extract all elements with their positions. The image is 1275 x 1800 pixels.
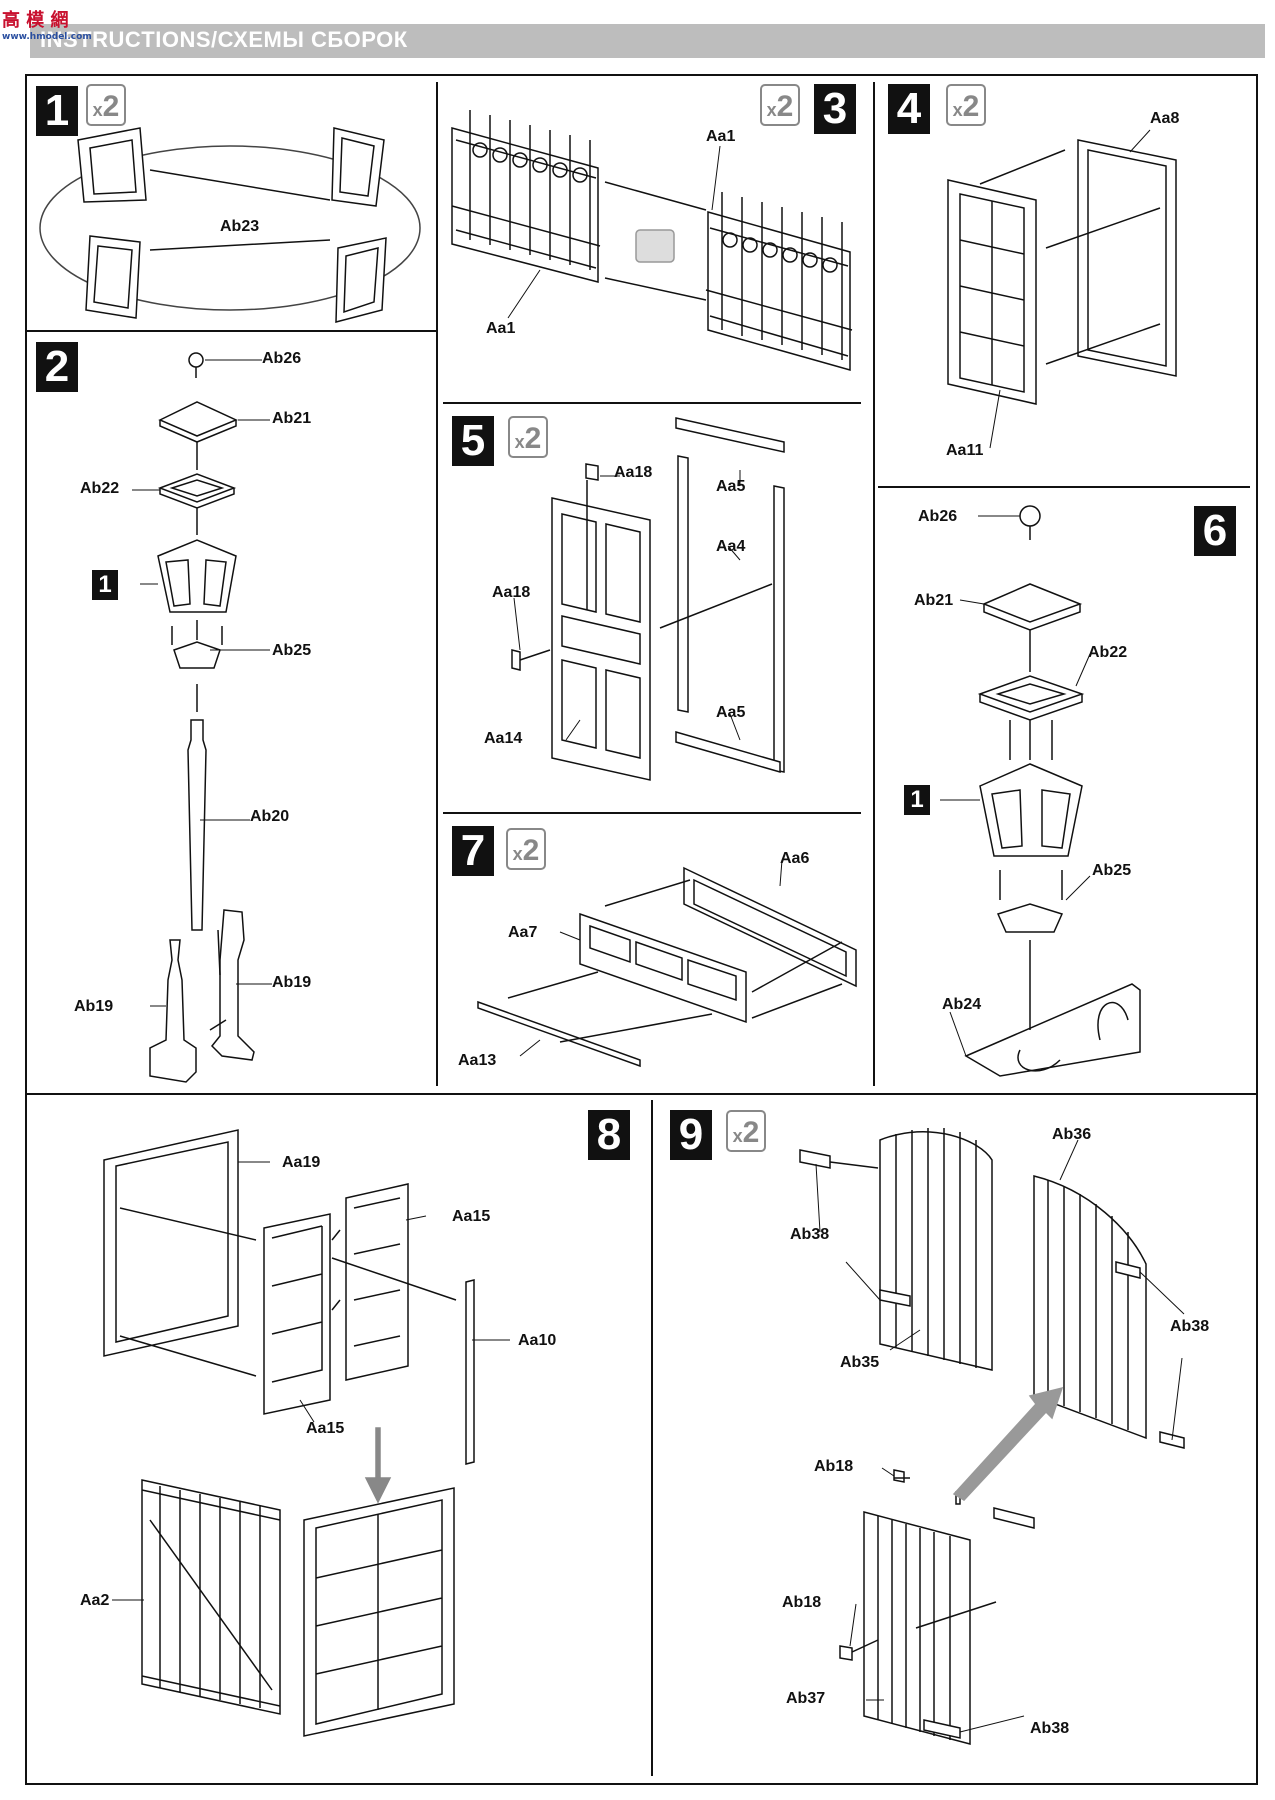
- part-label: Ab38: [1030, 1720, 1070, 1737]
- part-label: Ab19: [74, 998, 114, 1015]
- part-label: Ab23: [220, 218, 260, 235]
- part-label: Aa14: [484, 730, 523, 747]
- part-label: Ab35: [840, 1354, 880, 1371]
- step6-drawing: [966, 506, 1140, 1076]
- part-label: Aa18: [492, 584, 531, 601]
- multiplier-prefix: x: [512, 844, 523, 864]
- divider: [443, 812, 861, 814]
- step5-drawing: [512, 418, 784, 780]
- multiplier-prefix: x: [766, 100, 777, 120]
- part-label: Ab26: [262, 350, 302, 367]
- multiplier-count: 2: [962, 90, 980, 123]
- step1-drawing: [40, 128, 420, 322]
- multiplier-badge: x2: [86, 84, 126, 126]
- divider: [651, 1100, 653, 1776]
- step-number: 5: [452, 416, 494, 466]
- step-number: 2: [36, 342, 78, 392]
- step-number: 6: [1194, 506, 1236, 556]
- page-title: INSTRUCTIONS/СХЕМЫ СБОРОК: [40, 27, 408, 52]
- part-label: Aa5: [716, 478, 746, 495]
- step4-drawing: [948, 140, 1176, 404]
- step-number: 1: [36, 86, 78, 136]
- part-label: Ab24: [942, 996, 982, 1013]
- part-label: Aa2: [80, 1592, 110, 1609]
- instructions-frame: [25, 74, 1258, 1785]
- step-number: 4: [888, 84, 930, 134]
- divider: [443, 402, 861, 404]
- step-number: 3: [814, 84, 856, 134]
- part-label: Aa18: [614, 464, 653, 481]
- part-label: Ab19: [272, 974, 312, 991]
- multiplier-badge: x2: [946, 84, 986, 126]
- divider: [878, 486, 1250, 488]
- step-number: 8: [588, 1110, 630, 1160]
- part-label: Aa19: [282, 1154, 321, 1171]
- multiplier-badge: x2: [760, 84, 800, 126]
- part-label: Ab21: [914, 592, 954, 609]
- part-label: Ab20: [250, 808, 290, 825]
- multiplier-count: 2: [776, 90, 794, 123]
- multiplier-prefix: x: [952, 100, 963, 120]
- part-label: Aa15: [452, 1208, 491, 1225]
- subassembly-marker: 1: [904, 785, 930, 815]
- part-label: Ab25: [1092, 862, 1132, 879]
- part-label: Aa15: [306, 1420, 345, 1437]
- step7-drawing: [478, 868, 856, 1066]
- multiplier-count: 2: [102, 90, 120, 123]
- part-label: Ab18: [782, 1594, 822, 1611]
- part-label: Aa8: [1150, 110, 1180, 127]
- part-label: Aa1: [706, 128, 736, 145]
- multiplier-badge: x2: [508, 416, 548, 458]
- part-label: Ab22: [80, 480, 120, 497]
- divider: [873, 82, 875, 1086]
- multiplier-count: 2: [522, 834, 540, 867]
- label-leaders: [112, 130, 1184, 1732]
- part-label: Ab38: [1170, 1318, 1210, 1335]
- divider: [436, 82, 438, 1086]
- subassembly-marker: 1: [92, 570, 118, 600]
- part-label: Aa4: [716, 538, 746, 555]
- part-label: Aa10: [518, 1332, 557, 1349]
- part-label: Ab21: [272, 410, 312, 427]
- part-label: Ab18: [814, 1458, 854, 1475]
- divider: [25, 330, 436, 332]
- multiplier-count: 2: [524, 422, 542, 455]
- watermark-url: www.hmodel.com: [2, 32, 92, 42]
- step9-drawing: [800, 1128, 1184, 1744]
- multiplier-prefix: x: [732, 1126, 743, 1146]
- part-label: Ab37: [786, 1690, 826, 1707]
- step3-drawing: [452, 110, 852, 370]
- multiplier-prefix: x: [92, 100, 103, 120]
- part-label: Aa6: [780, 850, 810, 867]
- step-number: 7: [452, 826, 494, 876]
- multiplier-count: 2: [742, 1116, 760, 1149]
- part-label: Ab25: [272, 642, 312, 659]
- part-label: Aa7: [508, 924, 538, 941]
- divider: [25, 1093, 1258, 1095]
- multiplier-badge: x2: [506, 828, 546, 870]
- part-label: Aa1: [486, 320, 516, 337]
- part-label: Ab36: [1052, 1126, 1092, 1143]
- step2-drawing: [150, 353, 254, 1082]
- part-label: Aa5: [716, 704, 746, 721]
- watermark-text: 高 模 網: [2, 10, 69, 31]
- step8-drawing: [104, 1130, 474, 1736]
- multiplier-prefix: x: [514, 432, 525, 452]
- part-label: Aa11: [946, 442, 984, 459]
- multiplier-badge: x2: [726, 1110, 766, 1152]
- part-label: Aa13: [458, 1052, 497, 1069]
- header-bar: [30, 24, 1265, 58]
- step-number: 9: [670, 1110, 712, 1160]
- part-label: Ab22: [1088, 644, 1128, 661]
- part-label: Ab38: [790, 1226, 830, 1243]
- watermark-logo: 高 模 網 www.hmodel.com: [2, 6, 92, 42]
- part-label: Ab26: [918, 508, 958, 525]
